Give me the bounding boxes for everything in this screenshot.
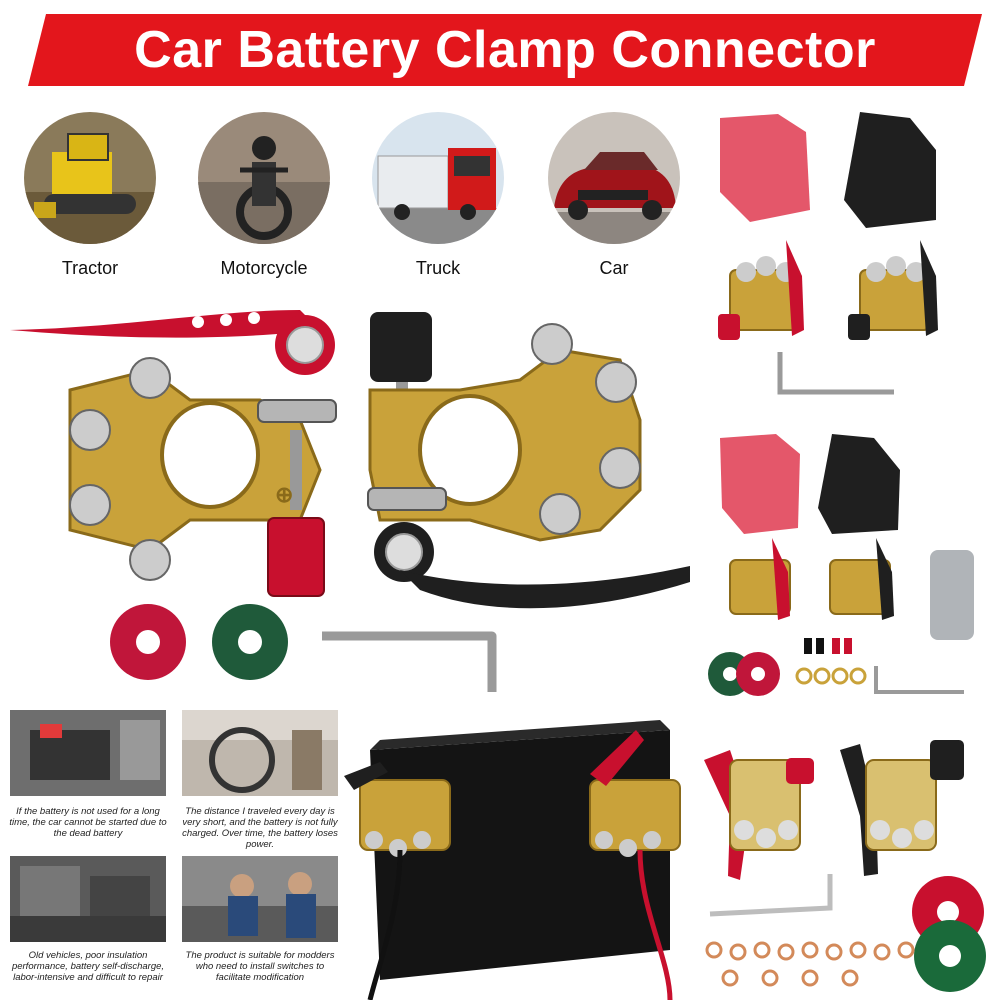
caption: The distance I traveled every day is ver… (182, 806, 338, 850)
vehicle-label: Truck (415, 258, 461, 278)
engine-bay-photo-1 (10, 710, 166, 796)
mechanic-photo (182, 856, 338, 942)
vehicle-label: Motorcycle (220, 258, 308, 278)
car-photo (548, 112, 680, 244)
red-terminal-cover (720, 114, 810, 222)
vehicle-truck: Truck (368, 112, 508, 279)
black-knob (370, 312, 432, 382)
hex-key (322, 631, 497, 692)
caption: Old vehicles, poor insulation performanc… (11, 950, 165, 983)
caption: The product is suitable for modders who … (185, 950, 335, 983)
tractor-photo (24, 112, 156, 244)
red-terminal-cover (720, 434, 800, 534)
main-clamp-illustration: ⊕ (10, 310, 690, 692)
banner-shape (28, 14, 982, 86)
page-title: Car Battery Clamp Connector (134, 21, 876, 79)
battery-installed-illustration (344, 720, 681, 1000)
title-banner: Car Battery Clamp Connector (28, 14, 982, 86)
vehicle-motorcycle: Motorcycle (194, 112, 334, 279)
kit-set-2 (708, 434, 974, 696)
driving-photo (182, 710, 338, 796)
black-lever (400, 566, 690, 609)
kit-set-1 (718, 112, 938, 395)
engine-bay-photo-2 (10, 856, 166, 942)
red-knob (267, 517, 325, 597)
black-terminal-cover (818, 434, 900, 534)
tool-socket (930, 550, 974, 640)
red-lever (10, 310, 320, 338)
black-terminal-cover (844, 112, 936, 228)
caption: If the battery is not used for a long ti… (9, 806, 167, 839)
svg-text:⊕: ⊕ (275, 482, 293, 507)
motorcycle-photo (198, 112, 330, 244)
vehicle-label: Tractor (61, 258, 119, 278)
vehicle-car: Car (544, 112, 684, 279)
vehicle-tractor: Tractor (20, 112, 160, 279)
vehicle-label: Car (599, 258, 629, 278)
truck-photo (372, 112, 504, 244)
kit-set-3 (704, 740, 986, 992)
